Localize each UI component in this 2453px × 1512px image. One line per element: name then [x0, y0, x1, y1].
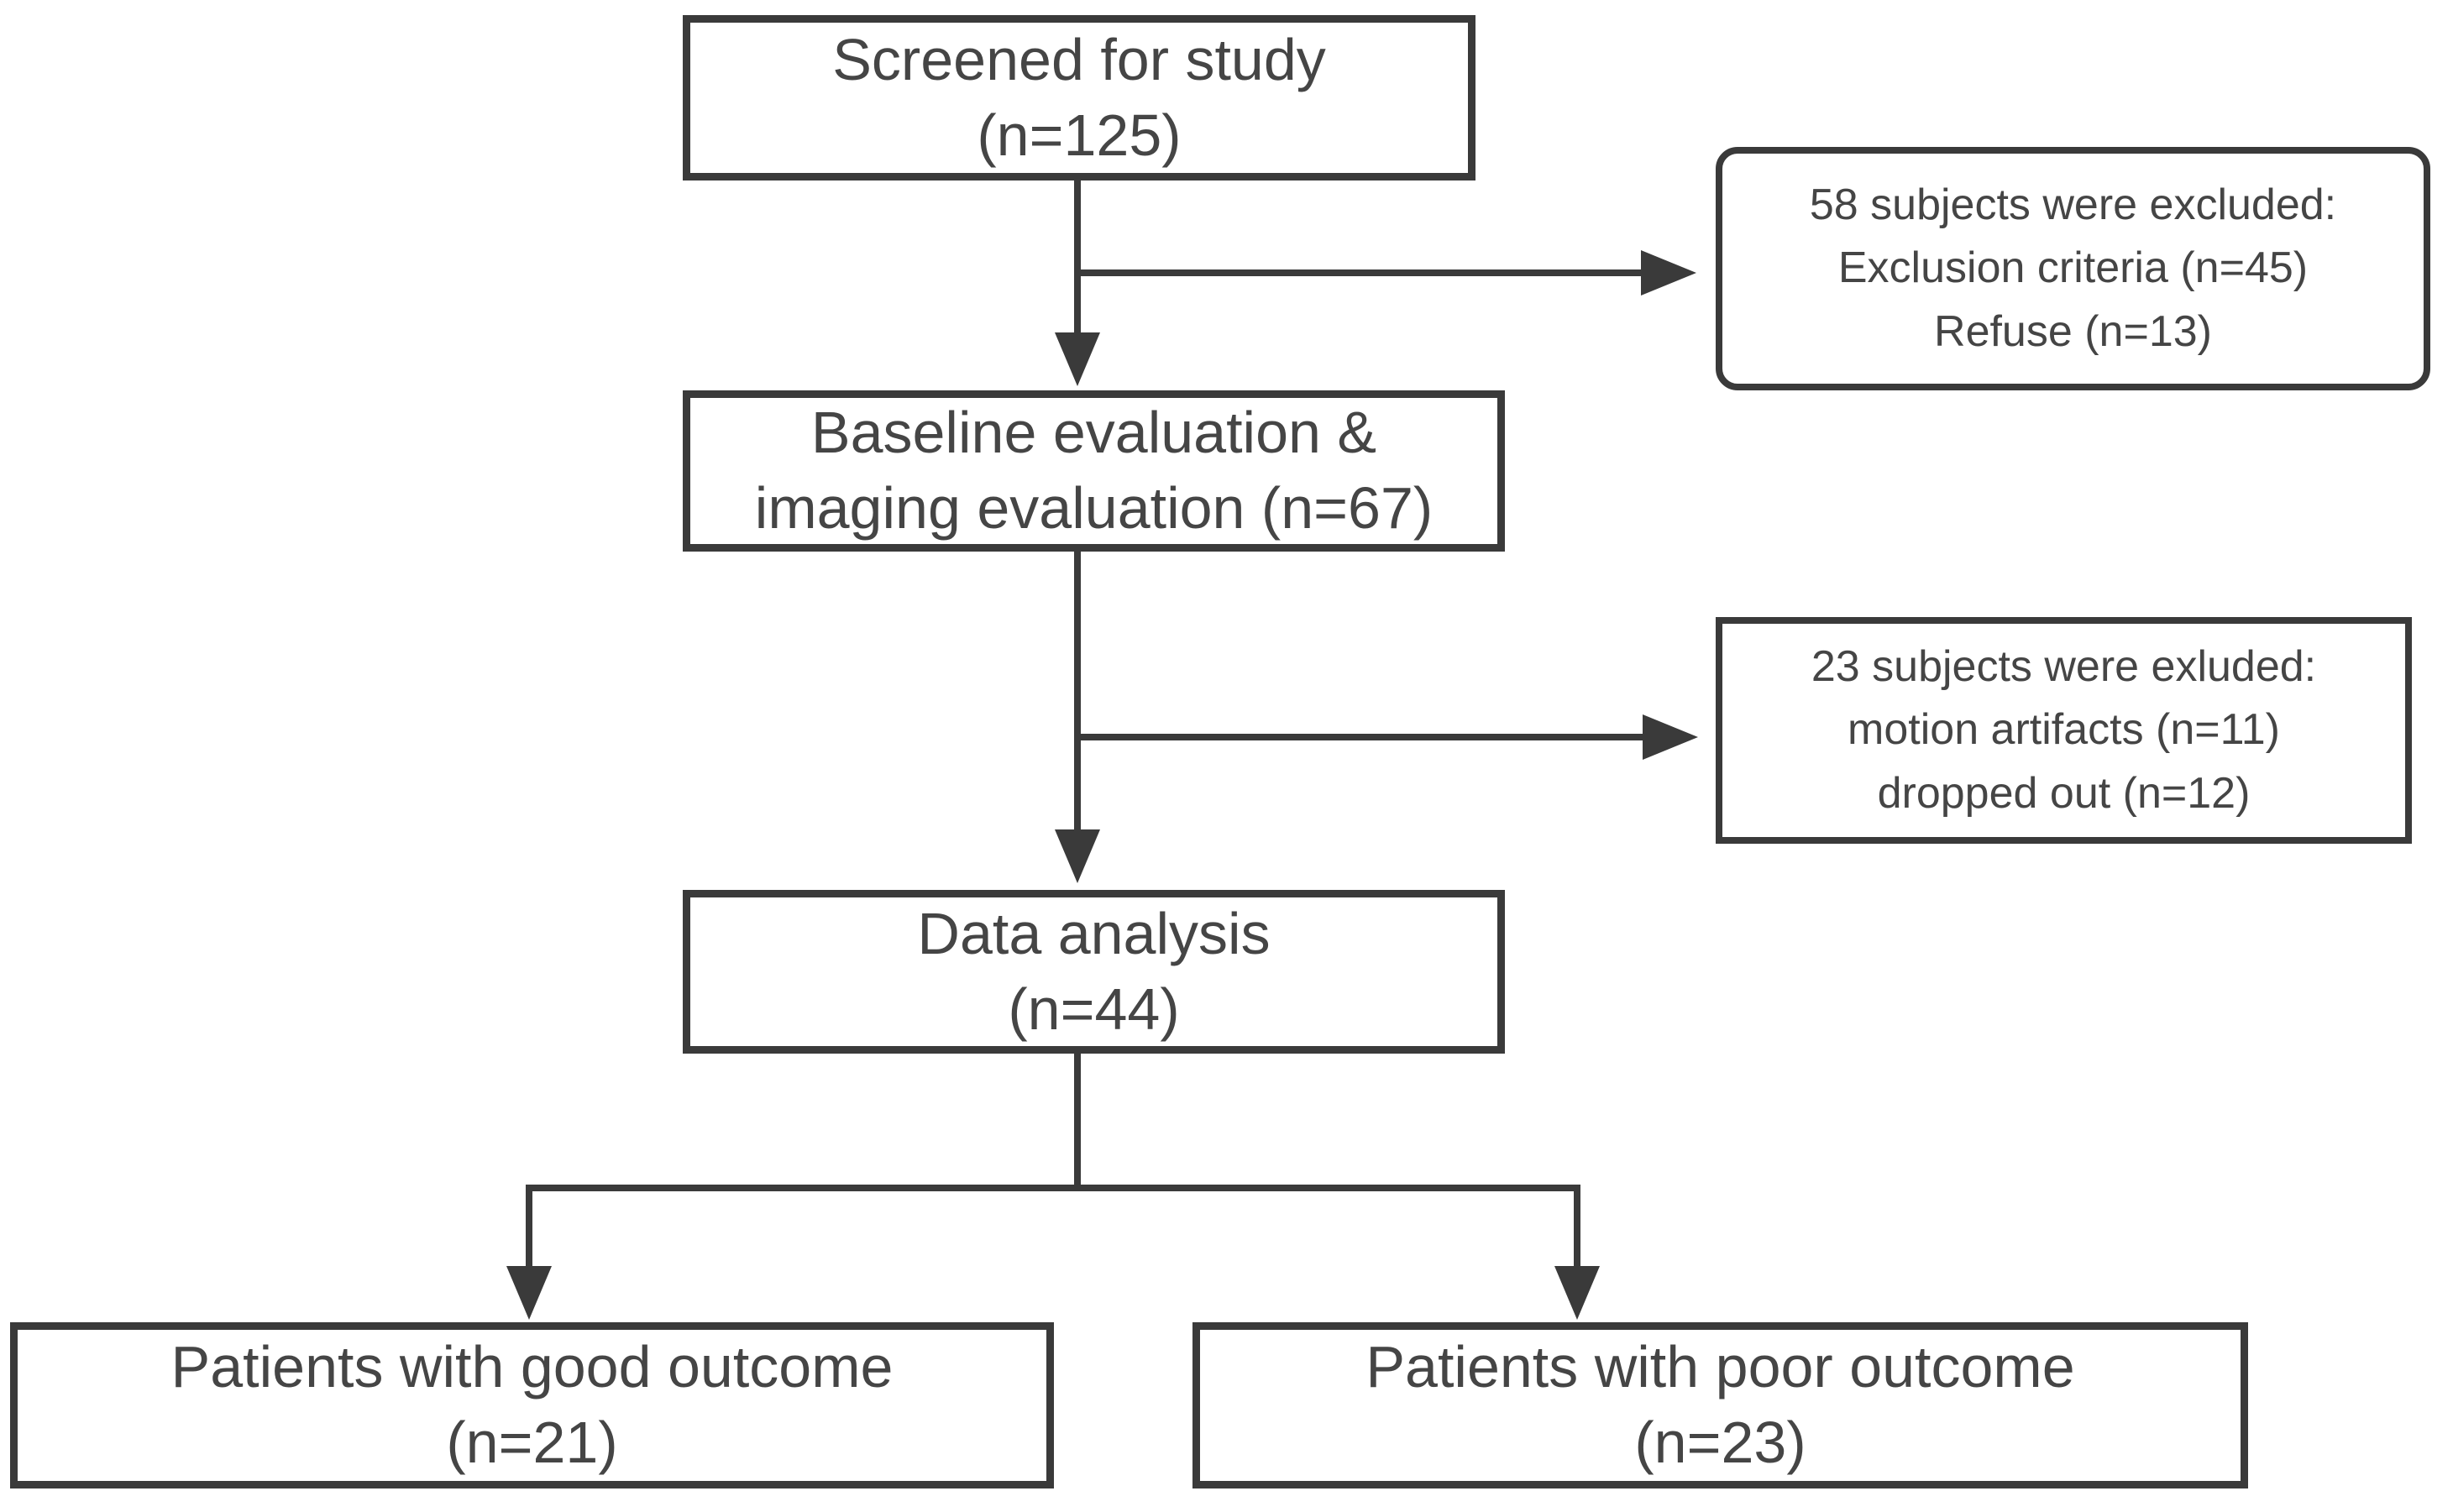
excluded-58-line-3: Refuse (n=13) [1934, 306, 2212, 356]
poor-outcome-line-1: Patients with poor outcome [1365, 1334, 2075, 1400]
excluded-23-line-1: 23 subjects were exluded: [1811, 641, 2317, 691]
excluded-58-line-1: 58 subjects were excluded: [1809, 180, 2337, 229]
analysis-count: (n=44) [1008, 976, 1180, 1042]
excluded-23-box: 23 subjects were exluded: motion artifac… [1716, 617, 2412, 844]
connector-split-to-poor [1574, 1185, 1580, 1273]
arrow-right-icon [1643, 714, 1698, 760]
arrow-down-icon [1055, 332, 1100, 386]
screened-line-1: Screened for study [832, 26, 1326, 92]
excluded-23-line-2: motion artifacts (n=11) [1848, 705, 2280, 755]
poor-outcome-box: Patients with poor outcome (n=23) [1192, 1322, 2248, 1488]
poor-outcome-count: (n=23) [1634, 1410, 1806, 1475]
excluded-23-line-3: dropped out (n=12) [1877, 768, 2251, 818]
connector-branch-to-excluded-58 [1077, 269, 1644, 276]
analysis-line-1: Data analysis [917, 900, 1271, 966]
connector-branch-to-excluded-23 [1077, 734, 1646, 740]
baseline-evaluation-box: Baseline evaluation & imaging evaluation… [683, 390, 1505, 552]
good-outcome-count: (n=21) [446, 1410, 618, 1475]
baseline-line-1: Baseline evaluation & [810, 400, 1377, 466]
arrow-down-icon [506, 1266, 552, 1320]
data-analysis-box: Data analysis (n=44) [683, 890, 1505, 1054]
connector-analysis-to-split [1074, 1052, 1081, 1191]
baseline-line-2: imaging evaluation (n=67) [754, 475, 1434, 541]
excluded-58-box: 58 subjects were excluded: Exclusion cri… [1716, 147, 2430, 390]
connector-split-to-good [526, 1185, 532, 1273]
excluded-58-line-2: Exclusion criteria (n=45) [1837, 243, 2309, 293]
screened-count: (n=125) [977, 102, 1182, 168]
connector-screened-to-baseline [1074, 179, 1081, 338]
connector-split-bar [526, 1185, 1580, 1191]
good-outcome-box: Patients with good outcome (n=21) [10, 1322, 1054, 1488]
screened-box: Screened for study (n=125) [683, 15, 1475, 180]
arrow-right-icon [1641, 250, 1696, 296]
connector-baseline-to-analysis [1074, 550, 1081, 835]
arrow-down-icon [1055, 829, 1100, 883]
arrow-down-icon [1554, 1266, 1600, 1320]
good-outcome-line-1: Patients with good outcome [170, 1334, 894, 1400]
